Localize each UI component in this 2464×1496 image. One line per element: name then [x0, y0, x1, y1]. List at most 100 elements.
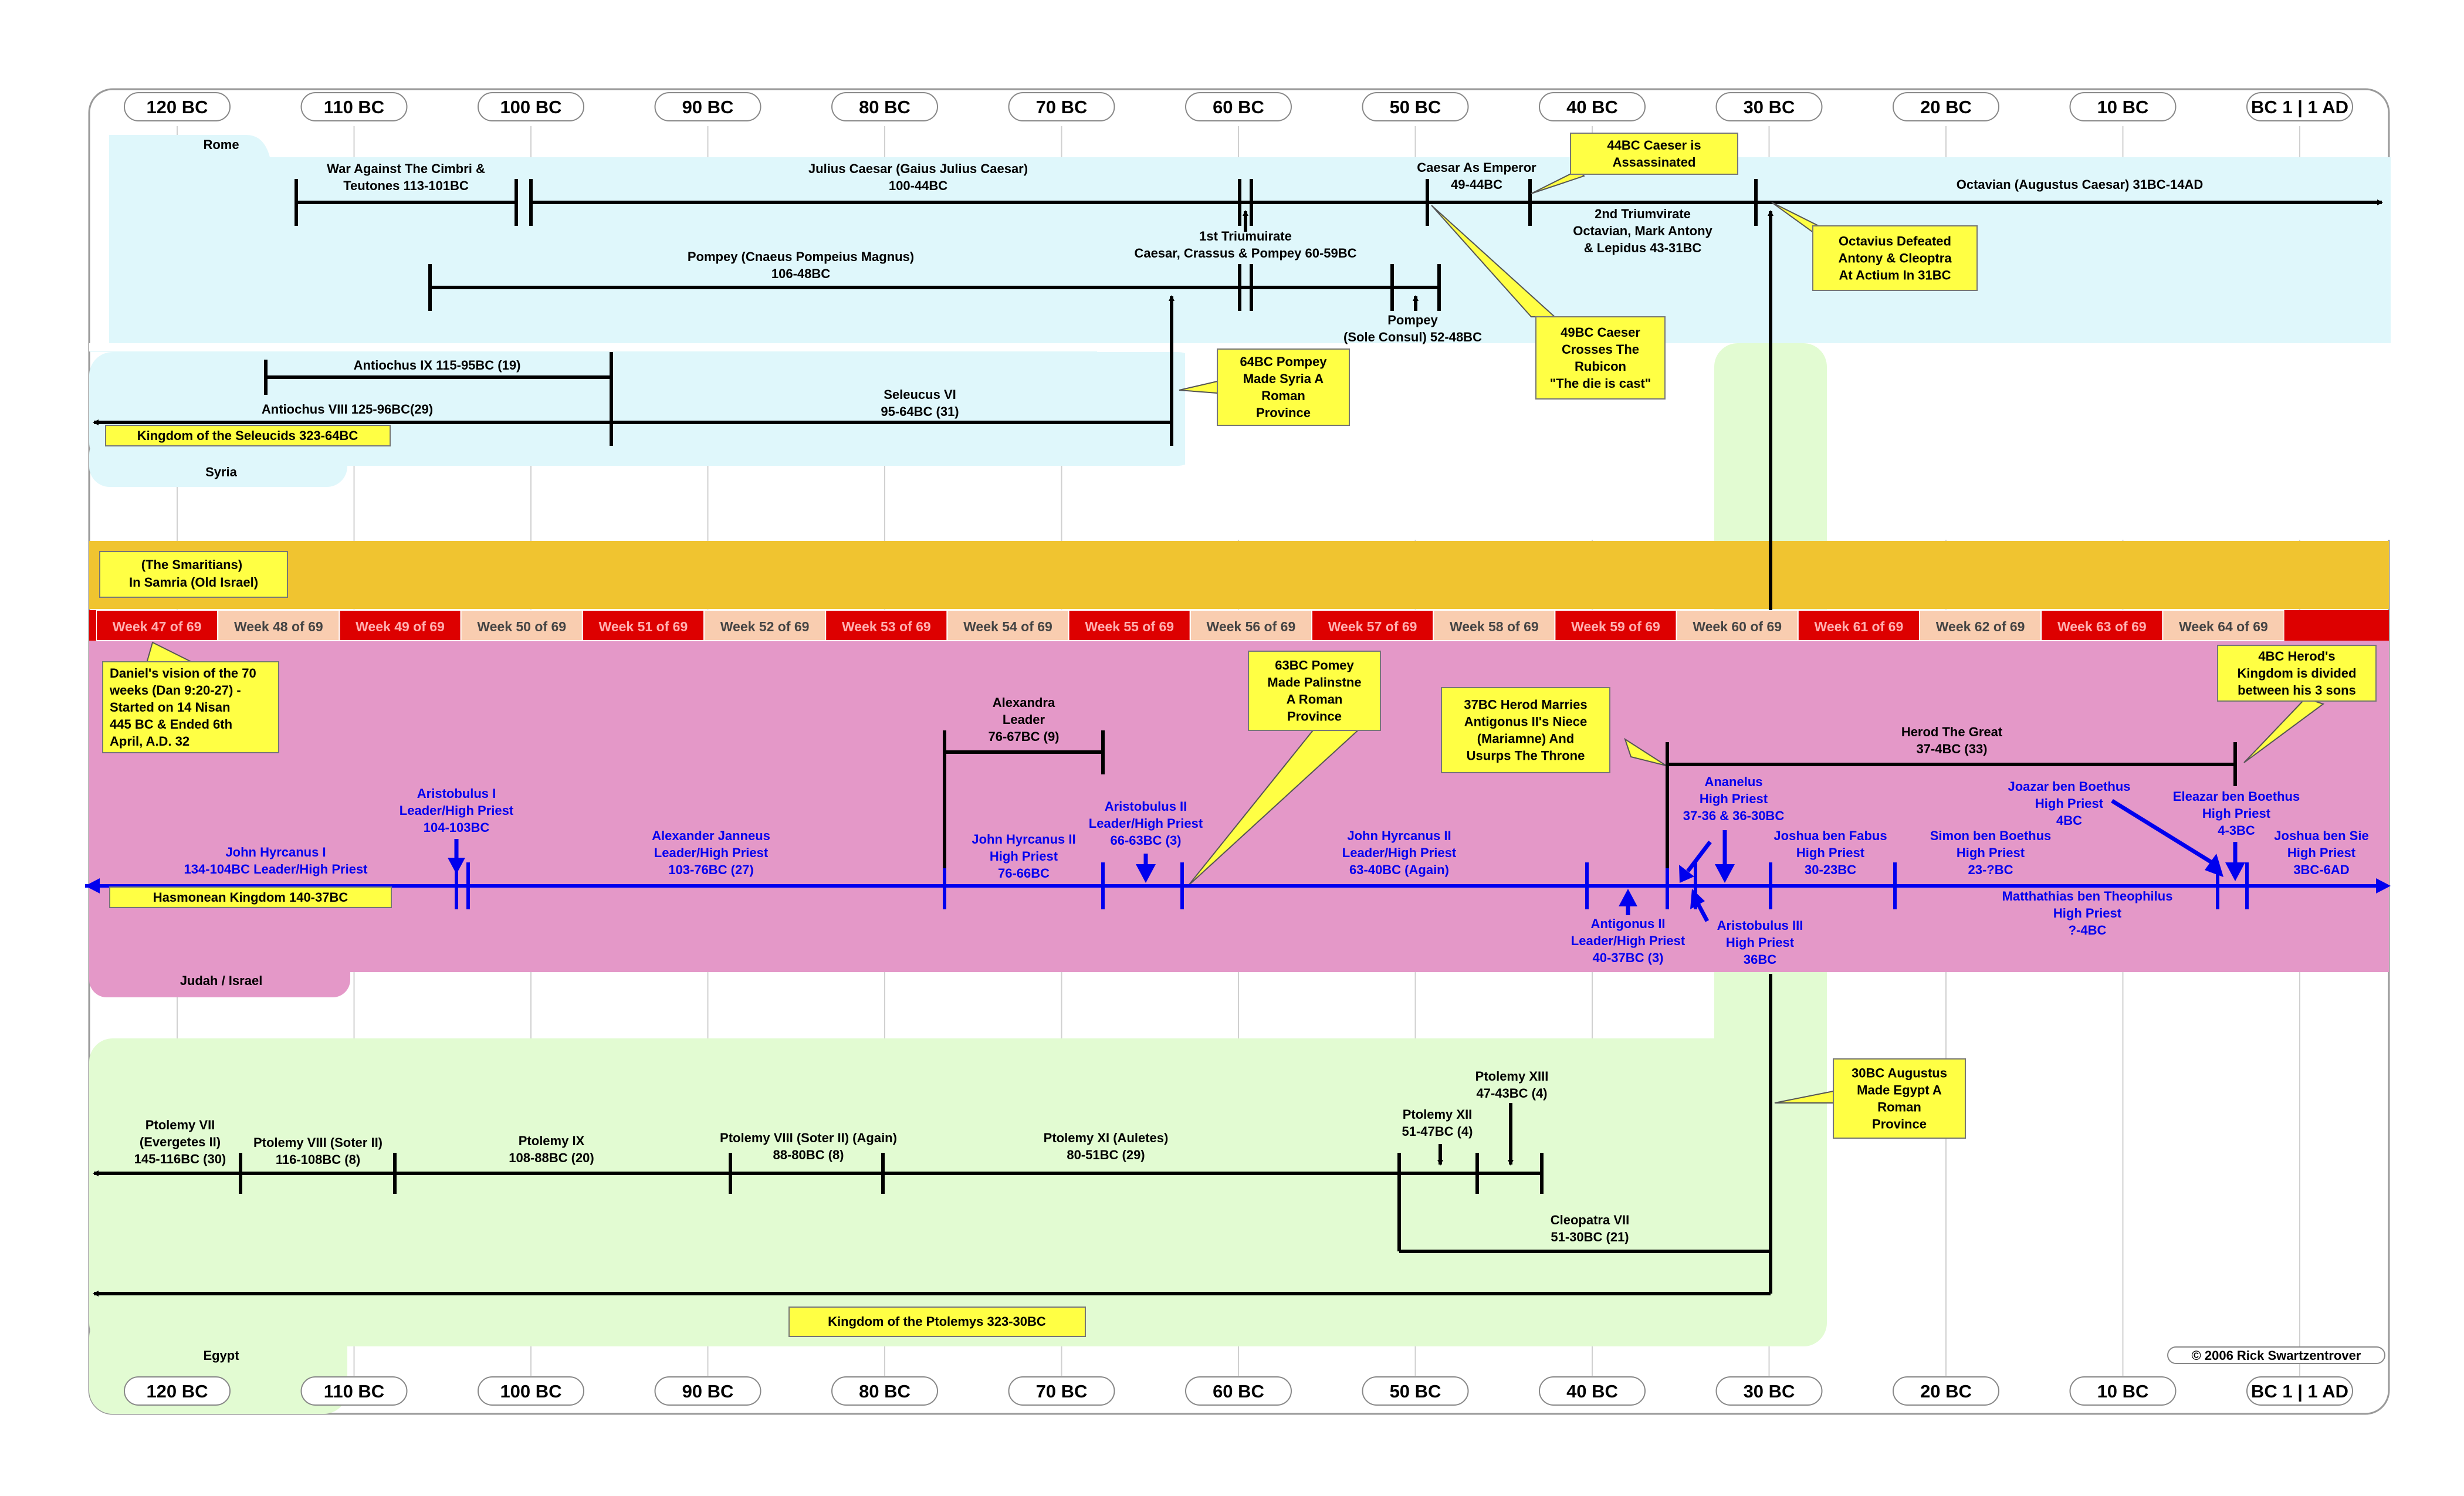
- joazar-diag-shaft: [2111, 799, 2213, 864]
- label-line: Antiochus IX 115-95BC (19): [354, 358, 521, 373]
- region-label-judah: Judah / Israel: [180, 973, 263, 988]
- callout-line: between his 3 sons: [2238, 683, 2356, 698]
- label-line: Leader/High Priest: [1571, 933, 1685, 948]
- year-pill: [478, 92, 584, 121]
- year-pill: [1539, 92, 1646, 121]
- week-label: Week 61 of 69: [1815, 619, 1904, 634]
- callout-line: Rubicon: [1575, 359, 1626, 374]
- seleucids-box: [105, 425, 391, 446]
- callout-line: 64BC Pompey: [1240, 354, 1328, 369]
- year-pill: [1362, 92, 1469, 121]
- year-pill: [831, 92, 938, 121]
- callout-line: Antigonus II's Niece: [1464, 715, 1587, 729]
- herod-marries-pointer: [1624, 737, 1667, 766]
- year-pill: [1893, 1376, 1999, 1406]
- year-pill: [1715, 92, 1823, 121]
- year-pill: [300, 1376, 408, 1406]
- label-line: 23-?BC: [1968, 862, 2013, 877]
- week-cell: [460, 610, 583, 641]
- week-cell: [946, 610, 1069, 641]
- label-line: 76-66BC: [998, 866, 1050, 881]
- label-line: 36BC: [1744, 952, 1776, 967]
- label-line: Ananelus: [1704, 774, 1762, 789]
- week-label: Week 56 of 69: [1207, 619, 1296, 634]
- label-line: John Hyrcanus II: [1347, 828, 1451, 843]
- year-label: 50 BC: [1390, 97, 1441, 117]
- week-cell-start: [89, 610, 96, 641]
- judah-arrows: [448, 799, 2245, 922]
- label-line: 145-116BC (30): [134, 1152, 226, 1166]
- label-line: Alexander Janneus: [652, 828, 770, 843]
- callout-box-daniel: [102, 661, 279, 753]
- label-line: Joazar ben Boethus: [2008, 779, 2130, 794]
- samaria-label-line2: In Samria (Old Israel): [129, 575, 258, 590]
- week-label: Week 48 of 69: [234, 619, 323, 634]
- year-label: BC 1 | 1 AD: [2251, 1381, 2348, 1402]
- hasmonean-arrow-right: [2376, 878, 2391, 893]
- ptolemys-label: Kingdom of the Ptolemys 323-30BC: [828, 1314, 1046, 1329]
- callout-line: Started on 14 Nisan: [110, 700, 230, 715]
- label-line: John Hyrcanus II: [972, 832, 1075, 847]
- callout-line: At Actium In 31BC: [1839, 268, 1951, 283]
- label-line: John Hyrcanus I: [225, 845, 326, 859]
- label-line: Caesar, Crassus & Pompey 60-59BC: [1134, 246, 1356, 260]
- year-label: 30 BC: [1744, 1381, 1795, 1402]
- aristobulus1-arrow-head: [448, 858, 465, 874]
- callout-box-assassinated: [1570, 133, 1738, 175]
- label-line: Ptolemy XII: [1403, 1107, 1473, 1122]
- callout-box-herod-divided: [2217, 645, 2377, 702]
- callout-line: Made Palinstne: [1267, 675, 1361, 690]
- year-pill: [1539, 1376, 1646, 1406]
- year-pill: [1008, 92, 1115, 121]
- year-label: BC 1 | 1 AD: [2251, 97, 2348, 117]
- label-line: 37-36 & 36-30BC: [1683, 808, 1785, 823]
- week-label: Week 63 of 69: [2057, 619, 2147, 634]
- aristobulus3-arrow-head: [1690, 889, 1705, 909]
- callout-box-herod-marries: [1441, 687, 1610, 773]
- label-line: Caesar As Emperor: [1417, 160, 1536, 175]
- label-line: Leader: [1003, 712, 1045, 727]
- label-line: 95-64BC (31): [881, 404, 959, 419]
- copyright-box: [2167, 1346, 2385, 1364]
- label-line: 30-23BC: [1805, 862, 1856, 877]
- week-label: Week 53 of 69: [842, 619, 931, 634]
- week-cell: [2162, 610, 2285, 641]
- label-line: Alexandra: [993, 695, 1055, 710]
- year-label: 50 BC: [1390, 1381, 1441, 1402]
- label-line: Ptolemy VII: [145, 1118, 215, 1132]
- label-line: High Priest: [2202, 806, 2271, 821]
- year-pill: [1185, 92, 1292, 121]
- label-line: Herod The Great: [1901, 725, 2003, 739]
- label-ptolemy8: Ptolemy VIII (Soter II)116-108BC (8): [253, 1135, 383, 1167]
- label-line: High Priest: [2035, 796, 2104, 811]
- label-line: High Priest: [1726, 935, 1795, 950]
- label-line: (Sole Consul) 52-48BC: [1343, 330, 1482, 344]
- hasmonean-label: Hasmonean Kingdom 140-37BC: [153, 890, 348, 905]
- label-antiochus9: Antiochus IX 115-95BC (19): [354, 358, 521, 373]
- callout-line: 445 BC & Ended 6th: [110, 717, 232, 732]
- year-label: 10 BC: [2097, 97, 2149, 117]
- callout-line: Roman: [1261, 388, 1305, 403]
- year-label: 20 BC: [1920, 1381, 1972, 1402]
- week-cell: [96, 610, 219, 641]
- region-label-rome: Rome: [203, 137, 239, 152]
- ananelus-diag-shaft: [1686, 840, 1712, 873]
- judah-ticks: [455, 862, 2249, 909]
- label-line: Antigonus II: [1590, 916, 1665, 931]
- callout-line: 4BC Herod's: [2258, 649, 2335, 664]
- callout-pointers: [145, 169, 2325, 1104]
- label-octavian: Octavian (Augustus Caesar) 31BC-14AD: [1957, 177, 2204, 192]
- antigonus-arrow-head: [1619, 889, 1637, 906]
- year-label: 10 BC: [2097, 1381, 2149, 1402]
